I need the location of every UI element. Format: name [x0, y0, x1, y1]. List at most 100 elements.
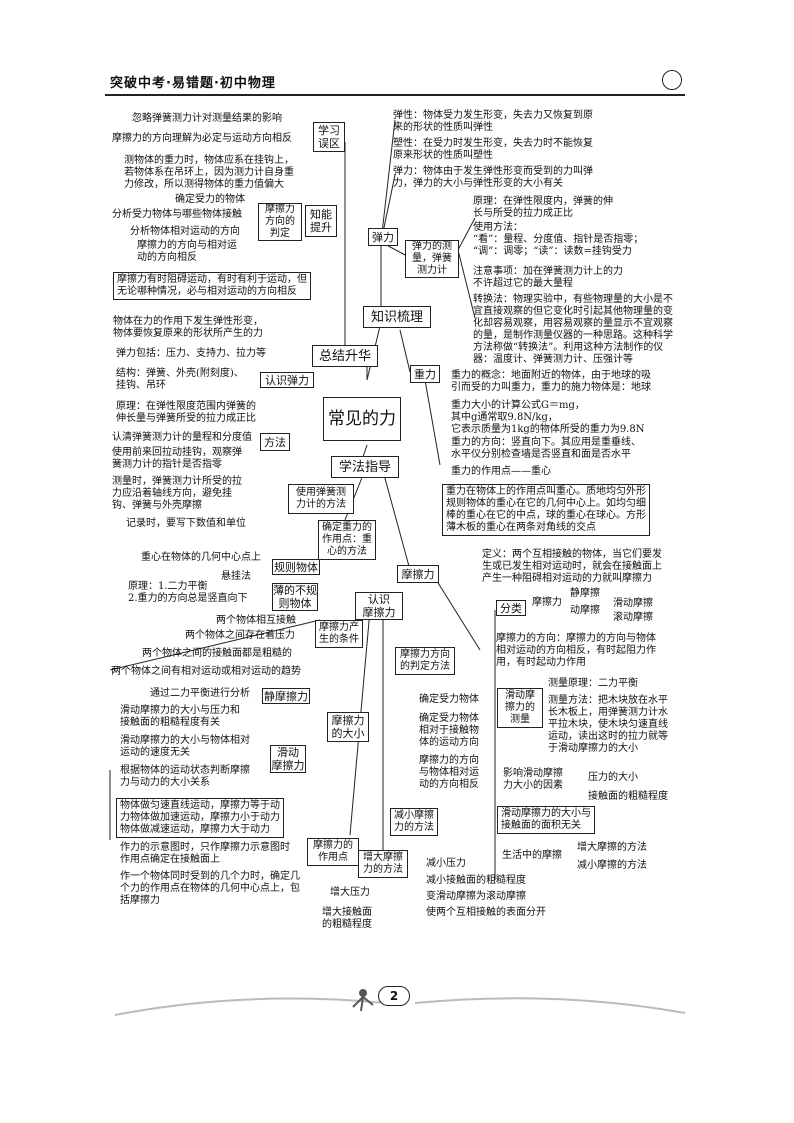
node-regular-object: 规则物体: [272, 559, 320, 575]
box-hd4: 物体做匀速直线运动，摩擦力等于动 力物体做加速运动，摩擦力小于动力 物体做减速运…: [116, 798, 284, 838]
node-dynamometer: 弹力的测 量，弹簧 测力计: [405, 240, 459, 278]
node-reduce-friction: 减小摩擦 力的方法: [390, 808, 438, 836]
text-jx3: 变滑动摩擦为滚动摩擦: [426, 891, 526, 902]
node-gravity: 重力: [410, 365, 440, 383]
text-jx1: 减小压力: [426, 858, 466, 869]
text-hcl1: 测量原理：二力平衡: [548, 678, 638, 689]
branch-summary: 总结升华: [312, 345, 378, 367]
text-zhf: 转换法：物理实验中，有些物理量的大小是不 宜直接观察的但它变化时引起其他物理量的…: [473, 294, 673, 365]
text-tj2: 两个物体之间存在着压力: [185, 630, 295, 641]
text-zy2: 作一个物体同时受到的几个力时，确定几 个力的作用点在物体的几何中心点上，包 括摩…: [120, 871, 300, 906]
text-zl4: 重力的作用点——重心: [451, 466, 551, 477]
text-tlj: 结构：弹簧、外壳(附刻度)、 挂钩、吊环: [116, 368, 244, 391]
node-learning-mistakes: 学习 误区: [313, 122, 345, 152]
text-hdm: 滑动摩擦: [613, 598, 653, 609]
text-dm: 动摩擦: [570, 605, 600, 616]
box-yx3: 滑动摩擦力的大小与 接触面的面积无关: [497, 806, 595, 834]
box-zn2: 摩擦力有时阻碍运动，有时有利于运动，但 无论哪种情况，必与相对运动的方向相反: [113, 272, 311, 300]
text-jx2: 减小接触面的粗糙程度: [426, 875, 526, 886]
node-method: 方法: [260, 433, 290, 451]
box-zl5: 重力在物体上的作用点叫重心。质地均匀外形 规则物体的重心在它的几何中心上。如均匀…: [442, 484, 650, 536]
text-mdef: 定义：两个互相接触的物体，当它们要发 生或已发生相对运动时，就会在接触面上 产生…: [482, 549, 662, 584]
node-static-friction: 静摩擦力: [262, 688, 310, 704]
text-f1: 确定受力的物体: [175, 194, 245, 205]
text-tx: 弹性：物体受力发生形变，失去力又恢复到原 来的形状的性质叫弹性: [393, 110, 593, 133]
text-wq1: 忽略弹簧测力计对测量结果的影响: [132, 113, 282, 124]
node-friction: 摩擦力: [397, 565, 439, 583]
text-cl1: 原理：在弹性限度内，弹簧的伸 长与所受的拉力成正比: [473, 196, 613, 219]
node-center-gravity: 确定重力的 作用点：重 心的方法: [318, 520, 376, 560]
text-hd3: 根据物体的运动状态判断摩擦 力与动力的大小关系: [120, 765, 250, 788]
text-hcl2: 测量方法：把木块放在水平 长木板上，用弹簧测力计水 平拉木块，使木块匀速直线 运…: [548, 695, 668, 754]
text-zj1: 物体在力的作用下发生弹性形变， 物体要恢复原来的形状所产生的力: [113, 316, 263, 339]
text-tldef: 弹力：物体由于发生弹性形变而受到的力叫弹 力，弹力的大小与弹性形变的大小有关: [393, 166, 593, 189]
node-friction-direction: 摩擦力 方向的 判定: [258, 203, 302, 241]
text-yx2: 接触面的粗糙程度: [588, 791, 668, 802]
text-ff1: 认清弹簧测力计的量程和分度值: [112, 432, 252, 443]
node-thin-irregular: 薄的不规 则物体: [272, 583, 318, 611]
text-gz1: 重心在物体的几何中心点上: [141, 552, 261, 563]
text-tj1: 两个物体相互接触: [216, 615, 296, 626]
text-jm1: 通过二力平衡进行分析: [150, 688, 250, 699]
text-wq2: 摩擦力的方向理解为必定与运动方向相反: [112, 133, 292, 144]
text-hd1: 滑动摩擦力的大小与压力和 接触面的粗糙程度有关: [120, 705, 240, 728]
text-yl: 原理：在弹性限度范围内弹簧的 伸长量与弹簧所受的拉力成正比: [116, 401, 256, 424]
header-rule: [105, 94, 685, 96]
node-sliding-friction: 滑动 摩擦力: [270, 745, 306, 773]
branch-method: 学法指导: [331, 456, 399, 478]
footer-swoosh: [114, 989, 686, 1016]
node-know-elastic: 认识弹力: [260, 372, 314, 388]
text-zd1: 增大压力: [330, 887, 370, 898]
text-sh: 生活中的摩擦: [502, 850, 562, 861]
text-f4: 摩擦力的方向与相对运 动的方向相反: [137, 240, 237, 263]
text-xgf: 悬挂法: [221, 571, 251, 582]
text-ff4: 记录时，要写下数值和单位: [126, 518, 246, 529]
text-gdm: 滚动摩擦: [613, 612, 653, 623]
text-pd3: 摩擦力的方向 与物体相对运 动的方向相反: [419, 755, 479, 790]
text-f2: 分析受力物体与哪些物体接触: [112, 209, 242, 220]
node-direction-method: 摩擦力方向 的判定方法: [395, 647, 455, 675]
text-zl3: 重力的方向：竖直向下。其应用是重垂线、 水平仪分别检查墙是否竖直和面是否水平: [451, 437, 641, 460]
text-jm: 静摩擦: [570, 588, 600, 599]
header-title: 突破中考·易错题·初中物理: [110, 76, 276, 91]
node-sliding-measure: 滑动摩 擦力的 测量: [497, 688, 543, 728]
node-increase-friction: 增大摩擦 力的方法: [358, 850, 408, 878]
text-cl2: 使用方法： “看”：量程、分度值、指针是否指零； “调”：调零；“读”：读数=挂…: [473, 222, 644, 257]
text-zl1: 重力的概念：地面附近的物体，由于地球的吸 引而受的力叫重力，重力的施力物体是：地…: [451, 370, 651, 393]
text-sh1: 增大摩擦的方法: [577, 842, 647, 853]
text-mcl2: 摩擦力: [532, 597, 562, 608]
text-yx1: 压力的大小: [588, 772, 638, 783]
node-classification: 分类: [496, 600, 526, 616]
text-pd2: 确定受力物体 相对于接触物 体的运动方向: [419, 713, 479, 748]
branch-knowledge: 知识梳理: [363, 306, 431, 328]
text-zn1: 测物体的重力时，物体应系在挂钩上， 若物体系在吊环上，因为测力计自身重 力修改，…: [124, 155, 294, 190]
text-pd1: 确定受力物体: [419, 694, 479, 705]
text-sh2: 减小摩擦的方法: [577, 860, 647, 871]
text-zy1: 作力的示意图时，只作摩擦力示意图时 作用点确定在接触面上: [120, 842, 290, 865]
text-f3: 分析物体相对运动的方向: [130, 226, 240, 237]
node-friction-conditions: 摩擦力产 生的条件: [315, 620, 363, 648]
node-use-dynamometer: 使用弹簧测 力计的方法: [288, 484, 354, 514]
node-friction-point: 摩擦力的 作用点: [307, 838, 359, 866]
text-yx: 影响滑动摩擦 力大小的因素: [503, 768, 563, 791]
text-tj3: 两个物体之间的接触面都是粗糙的: [142, 648, 292, 659]
text-hd2: 滑动摩擦力的大小与物体相对 运动的速度无关: [120, 735, 250, 758]
header-logo-icon: [662, 70, 682, 90]
page-number: 2: [378, 986, 410, 1006]
node-ability: 知能 提升: [305, 205, 337, 237]
text-cl3: 注意事项：加在弹簧测力计上的力 不许超过它的最大量程: [473, 266, 623, 289]
text-xg1: 原理：1.二力平衡 2.重力的方向总是竖直向下: [128, 581, 248, 604]
text-sx: 塑性：在受力时发生形变，失去力时不能恢复 原来形状的性质叫塑性: [393, 138, 593, 161]
text-mfx: 摩擦力的方向：摩擦力的方向与物体 相对运动的方向相反，有时起阻力作 用，有时起动…: [496, 633, 656, 668]
text-tj4: 两个物体之间有相对运动或相对运动的趋势: [111, 666, 301, 677]
text-zd2: 增大接触面 的粗糙程度: [322, 907, 372, 930]
center-topic: 常见的力: [323, 397, 401, 441]
text-zj2: 弹力包括：压力、支持力、拉力等: [116, 348, 266, 359]
text-ff3: 测量时，弹簧测力计所受的拉 力应沿着轴线方向，避免挂 钩、弹簧与外壳摩擦: [112, 476, 242, 511]
node-know-friction: 认识 摩擦力: [355, 592, 403, 620]
node-friction-size: 摩擦力 的大小: [327, 712, 369, 742]
text-ff2: 使用前来回拉动挂钩，观察弹 簧测力计的指针是否指零: [112, 447, 242, 470]
node-elastic-force: 弹力: [368, 228, 398, 246]
text-jx4: 使两个互相接触的表面分开: [426, 907, 546, 918]
